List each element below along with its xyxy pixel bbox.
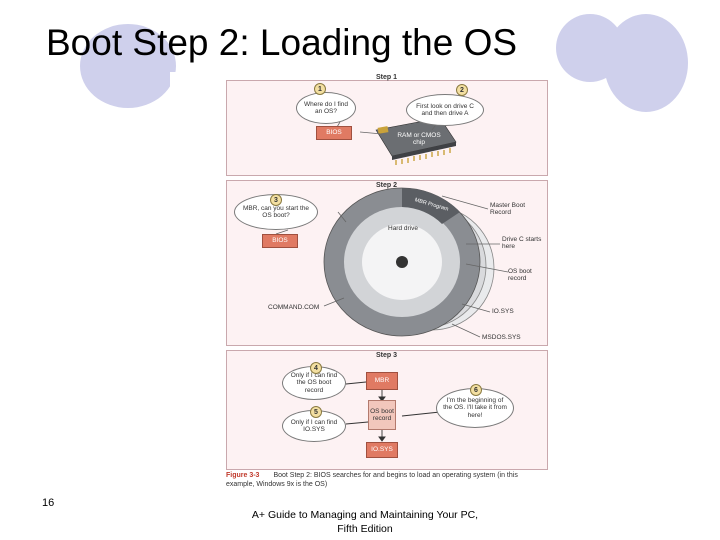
iosys-box: IO.SYS	[366, 442, 398, 458]
bubble-first-look: First look on drive C and then drive A	[406, 94, 484, 126]
step-number-6: 6	[470, 384, 482, 396]
step1-panel	[226, 80, 548, 176]
boot-figure: Step 1 Where do I find an OS? 1 First lo…	[170, 72, 552, 495]
bios-box-step2: BIOS	[262, 234, 298, 248]
slide-footer: A+ Guide to Managing and Maintaining You…	[251, 509, 479, 535]
os-boot-record-box: OS boot record	[368, 400, 396, 430]
step-number-2: 2	[456, 84, 468, 96]
iosys-label: IO.SYS	[492, 308, 514, 315]
ram-chip	[375, 117, 457, 165]
commandcom-label: COMMAND.COM	[268, 304, 320, 311]
mbr-box: MBR	[366, 372, 398, 390]
step-number-5: 5	[310, 406, 322, 418]
os-boot-record-label: OS boot record	[508, 268, 532, 283]
figure-graphics	[275, 117, 509, 442]
drive-c-label: Drive C starts here	[502, 236, 542, 251]
slide-number: 16	[42, 497, 55, 509]
hard-drive-graphic	[323, 187, 495, 337]
step2-label: Step 2	[376, 182, 398, 189]
master-boot-record-label: Master Boot Record	[490, 202, 526, 217]
caption-text: Boot Step 2: BIOS searches for and begin…	[226, 472, 518, 488]
bubble-where-os: Where do I find an OS?	[296, 92, 356, 124]
msdossys-label: MSDOS.SYS	[482, 334, 521, 341]
bios-box-step1: BIOS	[316, 126, 352, 140]
figure-number: Figure 3-3	[226, 472, 260, 479]
step-number-3: 3	[270, 194, 282, 206]
decorative-circle-left	[80, 24, 176, 108]
chip-label: RAM or CMOS chip	[397, 132, 441, 147]
step-number-1: 1	[314, 83, 326, 95]
hard-drive-label: Hard drive	[388, 225, 418, 232]
bubble-only-if-os: Only if I can find the OS boot record	[282, 366, 346, 400]
slide-title: Boot Step 2: Loading the OS	[46, 22, 518, 63]
step1-label: Step 1	[376, 74, 398, 81]
decorative-circle-right-large	[604, 14, 688, 112]
step3-label: Step 3	[376, 352, 398, 359]
step-number-4: 4	[310, 362, 322, 374]
